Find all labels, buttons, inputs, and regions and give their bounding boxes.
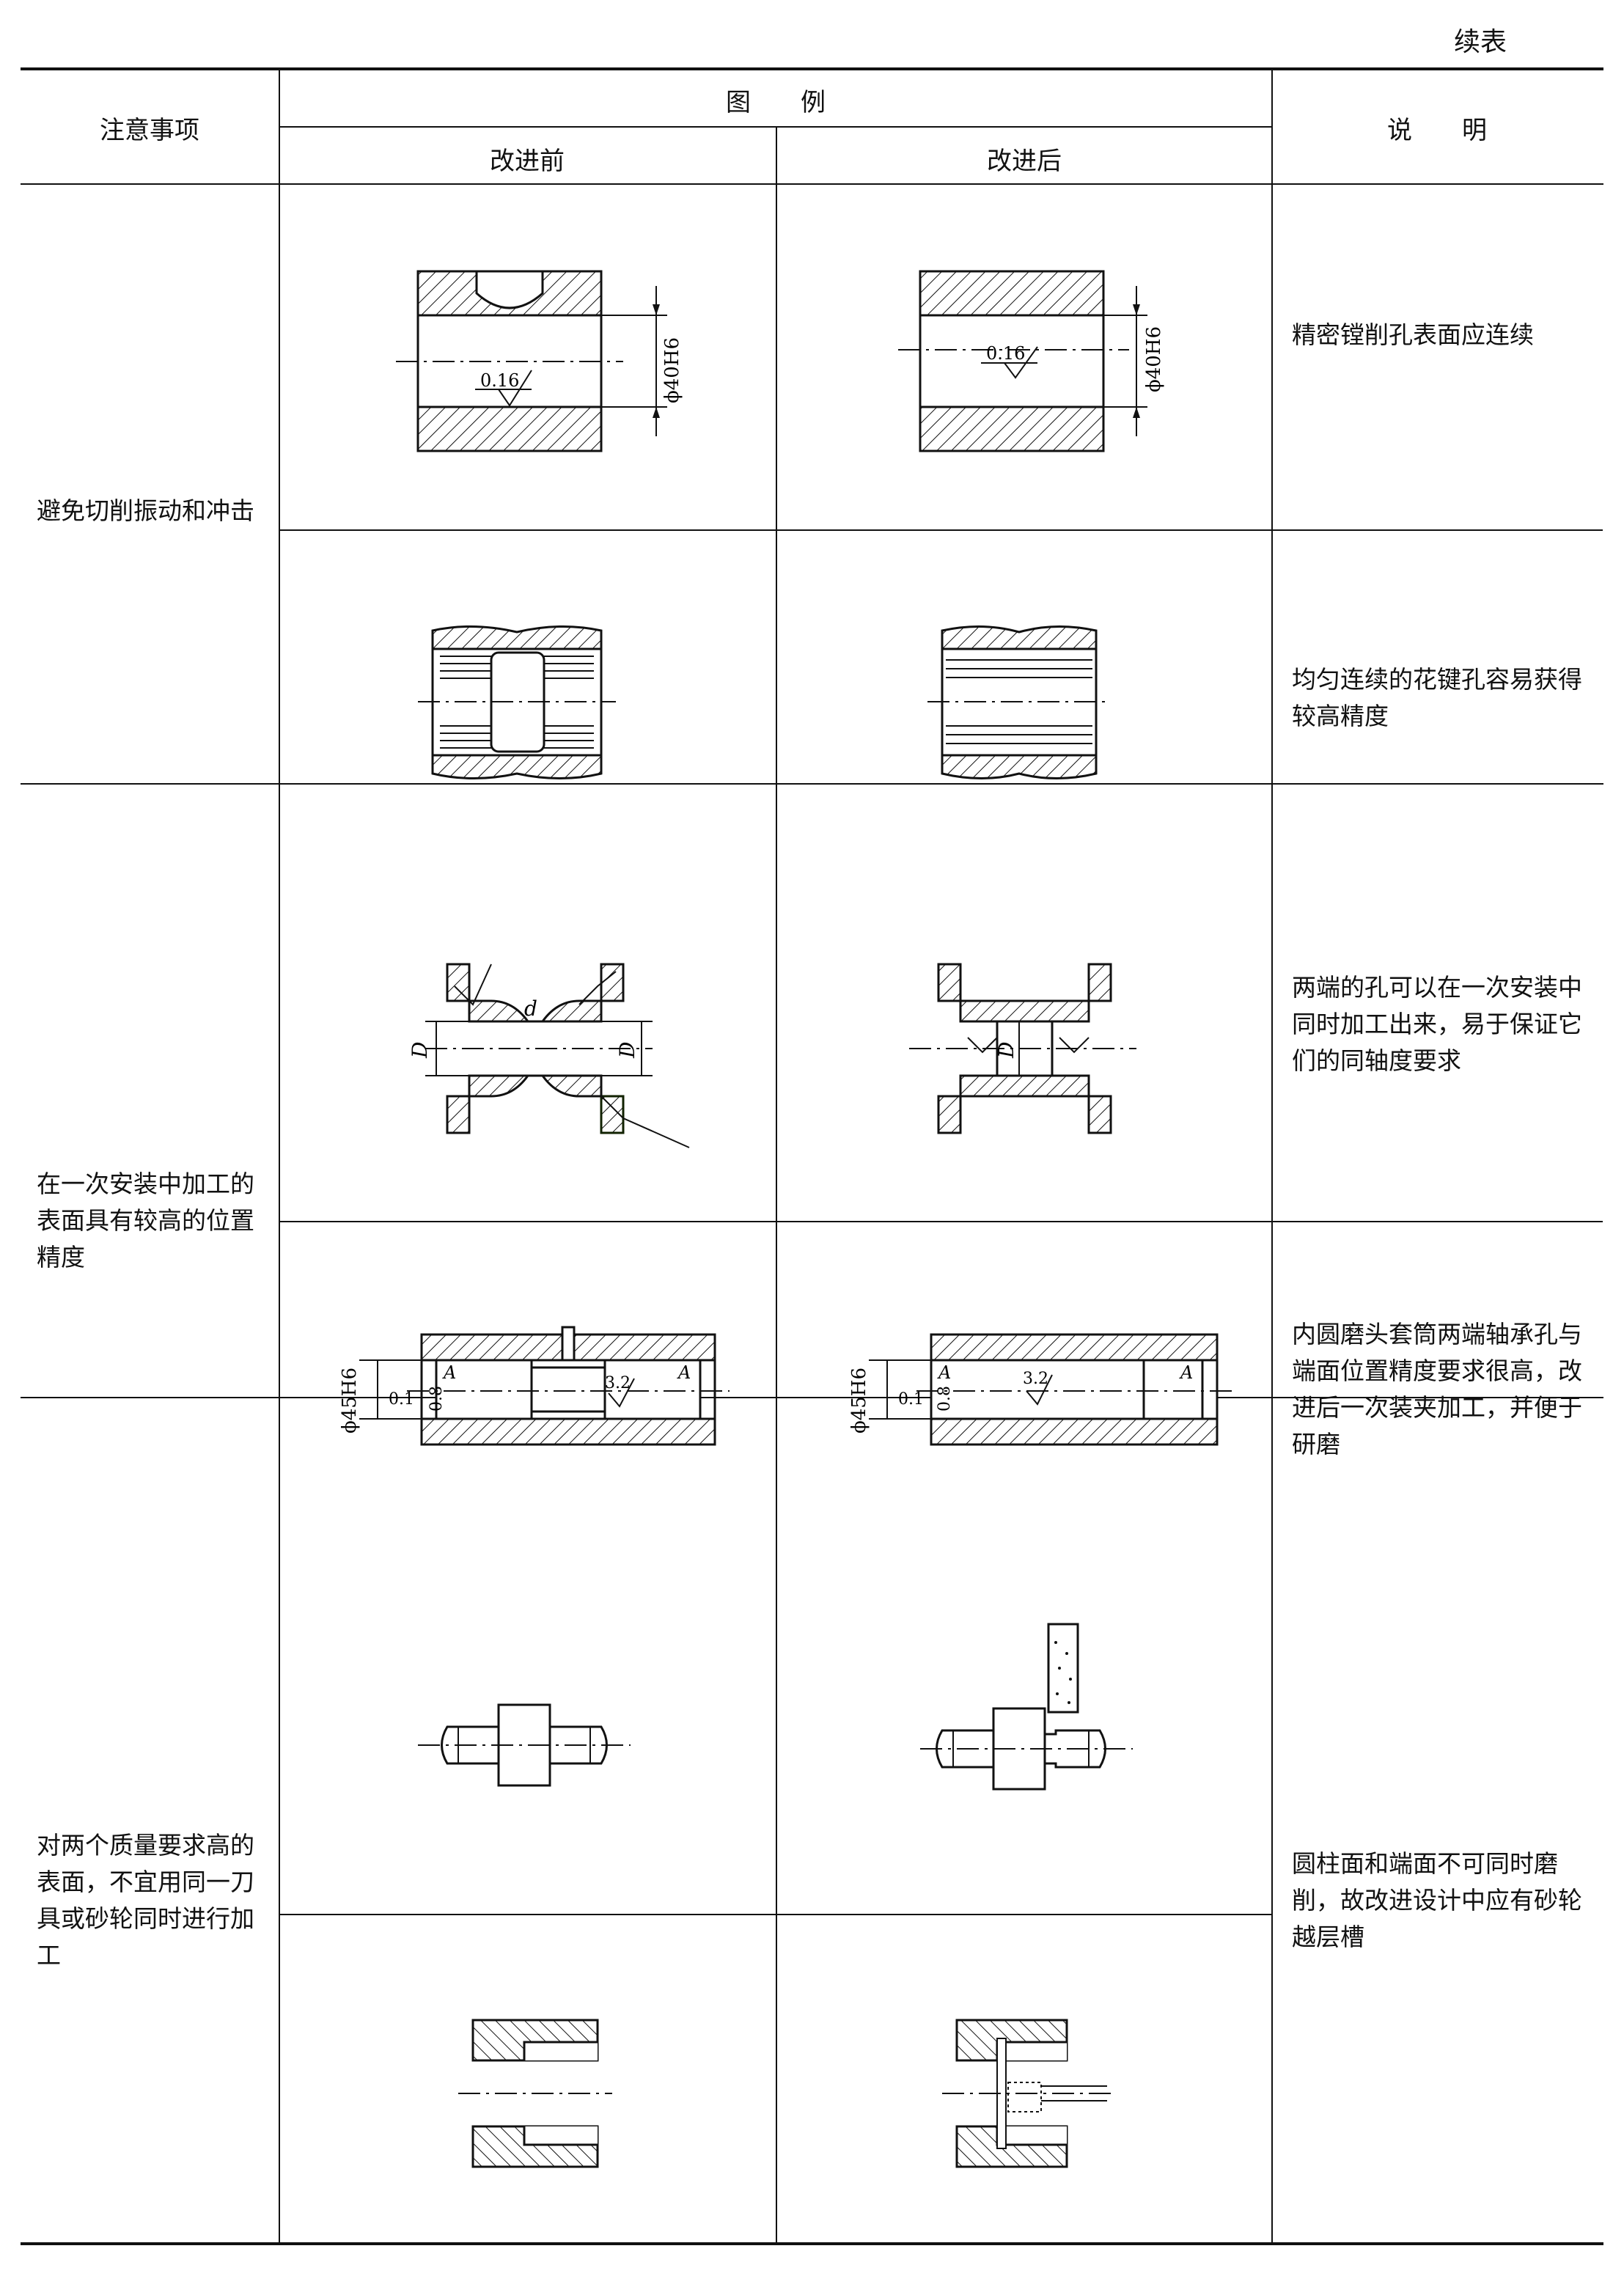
datum-label-left: A [442,1362,456,1383]
label-d: d [524,996,537,1021]
explain-row-3: 两端的孔可以在一次安装中同时加工出来，易于保证它们的同轴度要求 [1292,973,1582,1075]
roughness-label: 3.2 [605,1374,631,1392]
table-top-border [21,67,1603,70]
figure-counterbore-after [942,2019,1114,2168]
header-before: 改进前 [490,147,565,176]
note-group-3: 对两个质量要求高的表面，不宜用同一刀具或砂轮同时进行加工 [37,1831,254,1970]
figure-sleeve-after: ϕ45H6 0.1 0.8 A A 3.2 [848,1333,1235,1446]
roughness-label: 3.2 [1023,1370,1048,1388]
explain-row-2: 均匀连续的花键孔容易获得较高精度 [1292,665,1582,730]
explain-row-5: 圆柱面和端面不可同时磨削，故改进设计中应有砂轮越层槽 [1292,1849,1582,1951]
group-divider-1 [21,783,1603,785]
header-after: 改进后 [987,147,1062,176]
figure-shaft-after [920,1623,1133,1791]
dim-label-45h6: ϕ45H6 [848,1368,870,1433]
header-bottom-border [21,183,1603,185]
row-divider-3 [279,1914,1273,1915]
table-bottom-border [21,2242,1603,2245]
row-divider-1 [279,529,1603,531]
explain-row-4: 内圆磨头套筒两端轴承孔与端面位置精度要求很高，改进后一次装夹加工，并便于研磨 [1292,1320,1582,1458]
col-divider-3 [1271,69,1273,2244]
figure-flange-after: D [909,963,1136,1134]
col-divider-2 [776,126,777,2244]
figure-flange-before: D D d [408,963,690,1148]
continuation-label: 续表 [1453,27,1507,57]
tol-label-2: 0.8 [427,1386,446,1412]
dim-label-40h6: ϕ40H6 [661,337,683,403]
label-D: D [994,1042,1018,1059]
figure-spline-before [418,625,616,779]
figure-counterbore-before [458,2019,612,2168]
roughness-label: 0.16 [986,343,1025,364]
col-divider-1 [279,69,280,2244]
label-D-left: D [408,1042,432,1059]
note-group-2: 在一次安装中加工的表面具有较高的位置精度 [37,1170,254,1271]
figure-bore-after: ϕ40H6 0.16 [898,270,1165,452]
header-explain: 说 明 [1387,116,1487,145]
note-group-1: 避免切削振动和冲击 [37,496,254,525]
group-divider-2 [21,1397,1603,1398]
dim-label-40h6: ϕ40H6 [1143,326,1165,392]
dim-label-45h6: ϕ45H6 [339,1368,361,1433]
tol-label-1: 0.1 [898,1390,924,1409]
explain-row-1: 精密镗削孔表面应连续 [1292,320,1534,349]
row-divider-2 [279,1221,1603,1222]
figure-bore-before: ϕ40H6 0.16 [396,270,683,452]
label-D-right: D [615,1042,639,1059]
datum-label-right: A [1179,1362,1193,1383]
header-subdivider [279,126,1273,128]
figure-spline-after [927,625,1111,779]
figure-sleeve-before: ϕ45H6 0.1 0.8 A A 3.2 [339,1326,730,1446]
figure-shaft-before [418,1703,631,1787]
datum-label-right: A [677,1362,691,1383]
header-notes: 注意事项 [100,116,199,145]
tol-label-2: 0.8 [936,1386,954,1412]
header-figures: 图 例 [726,88,826,117]
datum-label-left: A [937,1362,951,1383]
roughness-label: 0.16 [480,370,519,391]
tol-label-1: 0.1 [389,1390,414,1409]
